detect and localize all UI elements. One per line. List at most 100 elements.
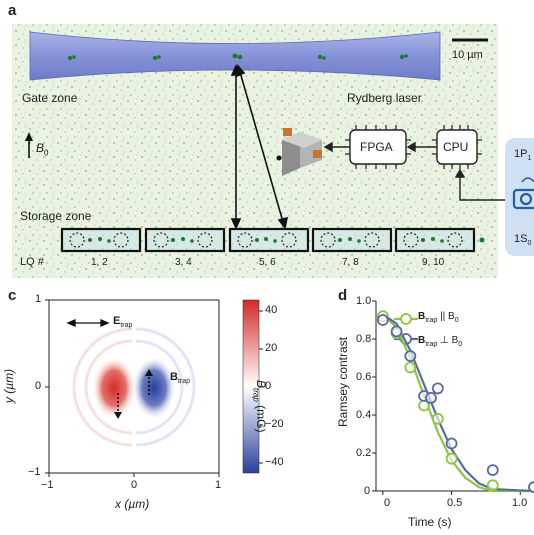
y-tick-label: 0	[364, 485, 371, 497]
etrap-label: Etrap	[113, 315, 132, 329]
negative-lobe	[132, 356, 176, 420]
y-tick-label: 0.8	[356, 333, 372, 345]
colorbar-tick-label: −40	[265, 456, 284, 468]
panel-a: a	[8, 2, 534, 278]
y-tick-label: 1.0	[356, 295, 372, 307]
y-tick-label: 1	[35, 293, 42, 305]
panel-a-label: a	[8, 2, 17, 19]
y-tick-label: 0.6	[356, 371, 372, 383]
colorbar-label: Btrap (mG)	[252, 380, 268, 432]
level-top-label: 1P1	[514, 148, 531, 162]
panel-c: c	[0, 285, 330, 535]
gate-zone-atoms	[67, 53, 408, 61]
etrap-arrow	[66, 319, 110, 327]
lq-pair-label: 3, 4	[175, 257, 192, 268]
chart-axes	[372, 300, 534, 495]
x-axis-label: x (µm)	[115, 497, 150, 511]
scale-bar-label: 10 µm	[452, 49, 483, 61]
legend-b: B	[418, 335, 426, 346]
storage-atoms	[88, 237, 485, 243]
colorbar-tick-label: 40	[265, 304, 278, 316]
storage-zone-label: Storage zone	[20, 209, 92, 223]
y-tick-label: 0.4	[356, 409, 372, 421]
b0-subscript: 0	[44, 148, 49, 158]
btrap-symbol: B	[170, 371, 178, 383]
y-axis-label: y (µm)	[2, 368, 17, 404]
data-point	[528, 481, 534, 494]
level-bottom-label: 1S0	[514, 233, 531, 247]
y-axis-label: Ramsey contrast	[336, 336, 351, 428]
lq-pair-label: 1, 2	[91, 257, 108, 268]
lq-pair-label: 5, 6	[259, 257, 276, 268]
data-point	[486, 479, 499, 492]
colorbar-label-main: B	[254, 380, 268, 389]
data-point	[431, 382, 444, 395]
rydberg-laser-label: Rydberg laser	[347, 91, 422, 105]
y-tick-label: −1	[28, 466, 41, 478]
panel-c-ticks	[45, 299, 220, 477]
panel-d: d Ramsey contrast Time (s) 0 0.2 0.4 0.6…	[330, 285, 534, 535]
data-point	[425, 392, 437, 404]
panel-c-label: c	[8, 287, 17, 304]
colorbar-tick-label: 20	[265, 342, 278, 354]
data-points	[376, 310, 534, 494]
ramsey-chart	[372, 300, 534, 495]
legend: Btrap || B0 Btrap ⊥ B0	[418, 307, 462, 355]
y-tick-label: 0.2	[356, 447, 372, 459]
data-point	[445, 437, 458, 450]
legend-b: B	[418, 311, 426, 322]
data-point	[486, 464, 499, 477]
data-point	[404, 361, 417, 374]
btrap-label: Btrap	[170, 371, 190, 385]
fpga-label: FPGA	[360, 140, 393, 154]
field-rings	[72, 327, 196, 447]
y-tick-label: 0	[35, 380, 42, 392]
data-point	[376, 314, 389, 326]
legend-sub: trap	[425, 341, 438, 348]
lq-pair-label: 7, 8	[342, 257, 359, 268]
panel-a-figure	[12, 24, 534, 278]
fit-line-1	[382, 313, 534, 493]
colorbar-label-sub: trap	[251, 388, 261, 402]
x-tick-label: −1	[41, 479, 54, 491]
cpu-label: CPU	[443, 140, 469, 154]
data-point	[431, 412, 444, 425]
positive-lobe	[92, 356, 136, 420]
panel-d-label: d	[338, 287, 348, 304]
level-bottom-text: 1S	[514, 233, 528, 245]
transport-arrows	[230, 64, 289, 230]
x-tick-label: 0.5	[447, 497, 463, 509]
x-tick-label: 0	[131, 479, 138, 491]
legend-sub: 0	[454, 317, 459, 324]
etrap-symbol: E	[113, 315, 121, 327]
data-point	[390, 325, 403, 338]
level-bottom-sub: 0	[527, 240, 532, 248]
rydberg-laser-device	[276, 128, 322, 176]
btrap-sub: trap	[177, 378, 191, 386]
data-point	[445, 452, 458, 465]
legend-rel: || B	[437, 311, 455, 322]
x-tick-label: 0	[384, 497, 391, 509]
panel-c-figure	[45, 299, 263, 477]
legend-rel: ⊥ B	[437, 335, 459, 346]
level-top-text: 1P	[514, 148, 528, 160]
colorbar-tick-label: 0	[265, 380, 272, 392]
x-tick-label: 1.0	[512, 497, 528, 509]
control-arrows	[323, 141, 525, 201]
colorbar-ticks	[259, 310, 263, 464]
lq-pair-label: 9, 10	[422, 257, 445, 268]
legend-entry-perpendicular: Btrap ⊥ B0	[418, 331, 462, 355]
x-tick-label: 1	[215, 479, 222, 491]
storage-dotted-circles	[69, 232, 463, 248]
b0-symbol: B	[36, 141, 45, 155]
legend-sub: trap	[425, 317, 438, 324]
fit-lines	[382, 313, 534, 493]
camera-panel	[505, 138, 534, 256]
camera-icon	[512, 188, 534, 210]
b0-label: B0	[36, 141, 48, 157]
gate-zone-label: Gate zone	[22, 91, 78, 105]
etrap-sub: trap	[120, 322, 133, 330]
lq-label: LQ #	[20, 256, 44, 268]
x-axis-label: Time (s)	[408, 515, 452, 529]
legend-marker	[400, 313, 412, 325]
